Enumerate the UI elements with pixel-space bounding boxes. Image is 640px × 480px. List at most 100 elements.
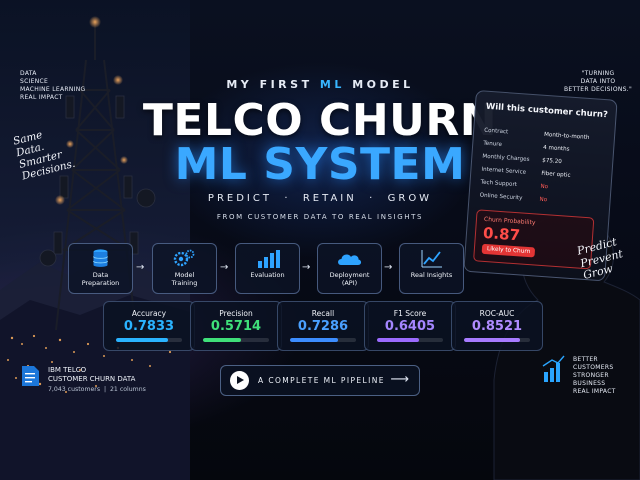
metric-value: 0.7286 bbox=[297, 319, 349, 334]
step-deployment[interactable]: Deployment (API) bbox=[317, 243, 382, 294]
gears-icon bbox=[173, 249, 195, 267]
tower-antennas bbox=[39, 95, 156, 267]
metric-bar bbox=[464, 338, 530, 342]
line-chart-icon bbox=[421, 250, 442, 268]
metric-name: ROC-AUC bbox=[479, 309, 515, 318]
field-online-security: Online Security No bbox=[479, 192, 600, 204]
field-key: Contract bbox=[483, 127, 509, 136]
churn-verdict-badge: Likely to Churn bbox=[481, 243, 536, 258]
field-value: 4 months bbox=[542, 144, 570, 153]
keyword-1: SCIENCE bbox=[20, 78, 49, 85]
step-evaluation[interactable]: Evaluation bbox=[235, 243, 300, 294]
tower-lights bbox=[55, 16, 128, 205]
metric-precision: Precision 0.5714 bbox=[190, 301, 282, 351]
quote-line-1: DATA INTO bbox=[580, 78, 616, 85]
metric-name: Precision bbox=[219, 309, 253, 318]
metric-value: 0.8521 bbox=[471, 319, 523, 334]
step-real-insights[interactable]: Real Insights bbox=[399, 243, 464, 294]
keyword-2: MACHINE LEARNING bbox=[20, 86, 86, 93]
arrow-right-icon: → bbox=[302, 262, 311, 273]
step-label: Real Insights bbox=[410, 271, 453, 279]
step-label: Data Preparation bbox=[81, 271, 120, 287]
impact-list: BETTER CUSTOMERS STRONGER BUSINESS REAL … bbox=[573, 356, 640, 396]
field-monthly-charges: Monthly Charges $75.20 bbox=[482, 153, 603, 166]
metric-name: F1 Score bbox=[393, 309, 427, 318]
metric-bar-fill bbox=[377, 338, 420, 342]
title-line-2: ML SYSTEM bbox=[174, 139, 466, 190]
pipeline-button-label: A COMPLETE ML PIPELINE bbox=[258, 376, 385, 385]
keyword-0: DATA bbox=[20, 70, 37, 77]
field-key: Monthly Charges bbox=[482, 153, 530, 163]
field-contract: Contract Month-to-month bbox=[483, 127, 604, 141]
field-value: Month-to-month bbox=[543, 131, 590, 142]
step-label: Evaluation bbox=[250, 271, 285, 279]
metric-bar-fill bbox=[290, 338, 339, 342]
impact-line-3: REAL IMPACT bbox=[573, 388, 616, 395]
growth-bars-icon bbox=[542, 355, 565, 382]
metric-bar bbox=[203, 338, 269, 342]
metric-recall: Recall 0.7286 bbox=[277, 301, 369, 351]
quote-note: "TURNING DATA INTO BETTER DECISIONS." bbox=[560, 70, 636, 94]
metric-bar bbox=[377, 338, 443, 342]
long-arrow-right-icon: ⟶ bbox=[390, 372, 409, 387]
metric-value: 0.5714 bbox=[210, 319, 262, 334]
impact-line-0: BETTER bbox=[573, 356, 598, 363]
metric-f1-score: F1 Score 0.6405 bbox=[364, 301, 456, 351]
impact-line-2: STRONGER BUSINESS bbox=[573, 372, 609, 387]
field-tech-support: Tech Support No bbox=[480, 179, 601, 191]
field-key: Online Security bbox=[479, 192, 523, 202]
kicker: MY FIRST ML MODEL bbox=[0, 78, 640, 91]
churn-probability-box: Churn Probability 0.87 Likely to Churn bbox=[473, 209, 595, 270]
metric-accuracy: Accuracy 0.7833 bbox=[103, 301, 195, 351]
kicker-prefix: MY FIRST bbox=[226, 78, 320, 91]
dataset-name-line-1: IBM TELCO bbox=[48, 366, 87, 374]
kicker-ml: ML bbox=[319, 78, 345, 91]
metric-name: Accuracy bbox=[131, 309, 167, 318]
arrow-right-icon: → bbox=[384, 262, 393, 273]
tagline: PREDICT · RETAIN · GROW bbox=[207, 193, 433, 204]
keywords-list: DATA SCIENCE MACHINE LEARNING REAL IMPAC… bbox=[20, 70, 85, 102]
complete-pipeline-button[interactable]: A COMPLETE ML PIPELINE ⟶ bbox=[220, 365, 420, 396]
cloud-icon bbox=[338, 254, 362, 265]
subline: FROM CUSTOMER DATA TO REAL INSIGHTS bbox=[216, 213, 424, 221]
metric-bar-fill bbox=[464, 338, 521, 342]
field-key: Internet Service bbox=[481, 166, 527, 176]
quote-line-0: "TURNING bbox=[581, 70, 615, 77]
kicker-suffix: MODEL bbox=[344, 78, 414, 91]
field-key: Tech Support bbox=[480, 179, 518, 189]
metric-value: 0.7833 bbox=[123, 319, 175, 334]
metric-roc-auc: ROC-AUC 0.8521 bbox=[451, 301, 543, 351]
dataset-stats: 7,043 customers | 21 columns bbox=[48, 386, 146, 393]
step-model-training[interactable]: Model Training bbox=[152, 243, 217, 294]
dataset-name-line-2: CUSTOMER CHURN DATA bbox=[48, 375, 136, 383]
field-value: Fiber optic bbox=[541, 170, 571, 179]
metric-value: 0.6405 bbox=[384, 319, 436, 334]
step-label: Model Training bbox=[171, 271, 198, 287]
field-internet-service: Internet Service Fiber optic bbox=[481, 166, 602, 179]
arrow-right-icon: → bbox=[220, 262, 229, 273]
keyword-3: REAL IMPACT bbox=[20, 94, 63, 101]
document-icon bbox=[22, 366, 39, 386]
metric-bar-fill bbox=[116, 338, 168, 342]
step-data-preparation[interactable]: Data Preparation bbox=[68, 243, 133, 294]
city-lights bbox=[7, 334, 172, 393]
play-icon bbox=[230, 371, 249, 390]
field-value: No bbox=[540, 183, 549, 191]
field-key: Tenure bbox=[483, 140, 503, 148]
metric-name: Recall bbox=[311, 309, 335, 318]
field-value: $75.20 bbox=[542, 157, 562, 166]
metric-bar bbox=[116, 338, 182, 342]
bar-chart-icon bbox=[258, 250, 280, 268]
database-icon bbox=[93, 249, 108, 267]
impact-line-1: CUSTOMERS bbox=[573, 364, 614, 371]
arrow-right-icon: → bbox=[136, 262, 145, 273]
field-tenure: Tenure 4 months bbox=[483, 140, 603, 153]
card-question: Will this customer churn? bbox=[485, 101, 609, 121]
quote-line-2: BETTER DECISIONS." bbox=[563, 86, 633, 93]
field-value: No bbox=[539, 196, 548, 204]
probability-value: 0.87 bbox=[482, 223, 521, 245]
step-label: Deployment (API) bbox=[329, 271, 370, 287]
title-line-1: TELCO CHURN bbox=[142, 95, 498, 146]
metric-bar-fill bbox=[203, 338, 241, 342]
